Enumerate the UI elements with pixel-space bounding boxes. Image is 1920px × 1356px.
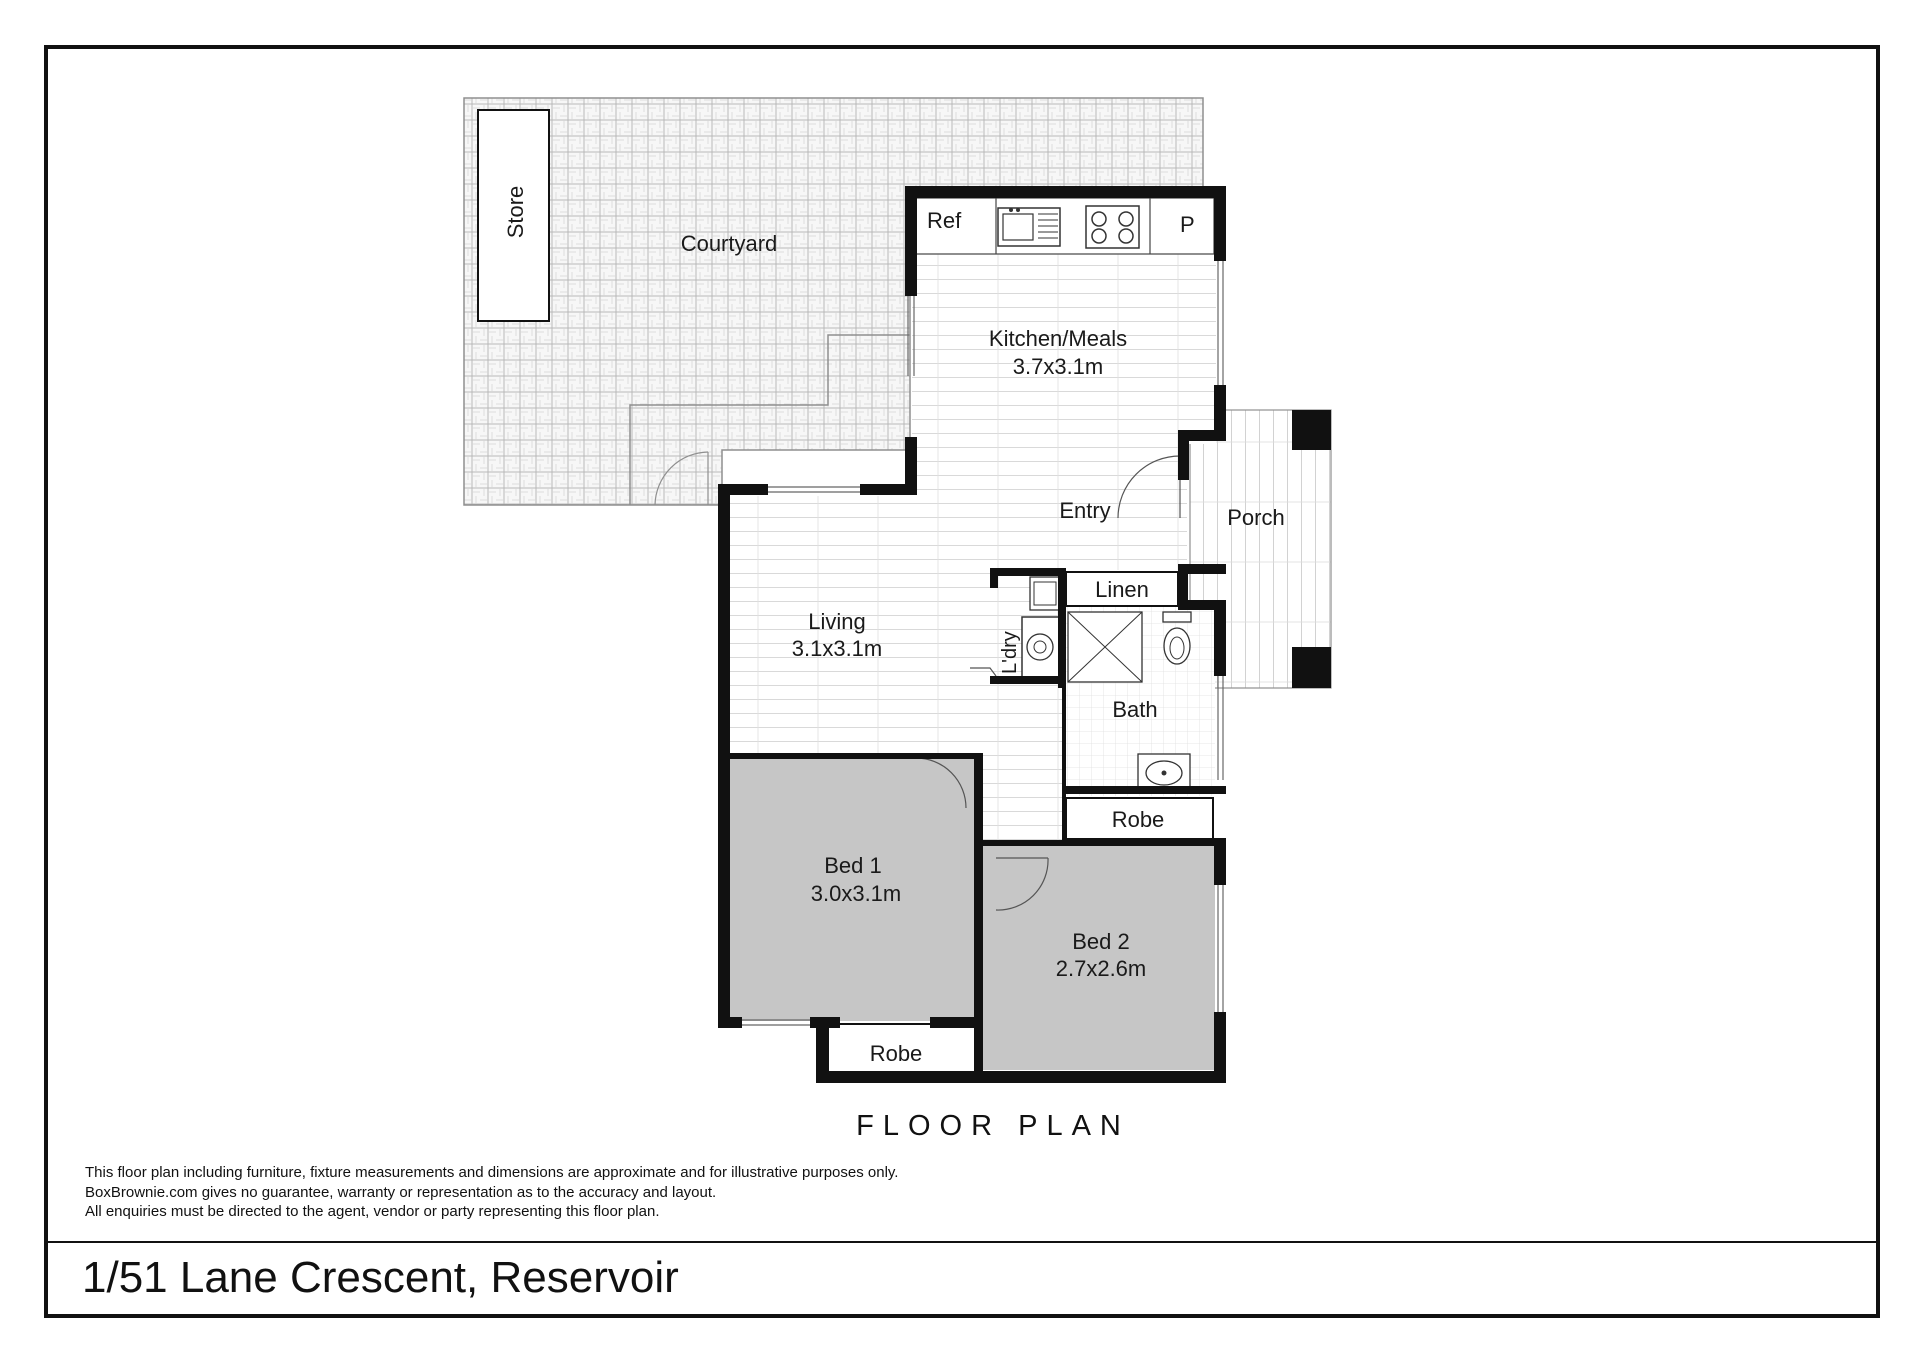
porch-post-bottom xyxy=(1292,647,1331,688)
store-label: Store xyxy=(503,186,528,239)
bed2-label: Bed 2 xyxy=(1072,929,1130,954)
robe-bath-label: Robe xyxy=(1112,807,1165,832)
walls xyxy=(718,186,1226,1083)
living-label: Living xyxy=(808,609,865,634)
porch-label: Porch xyxy=(1227,505,1284,530)
disclaimer-line-3: All enquiries must be directed to the ag… xyxy=(85,1203,660,1220)
plan-title: FLOOR PLAN xyxy=(856,1110,1130,1142)
bed1-dims: 3.0x3.1m xyxy=(811,881,902,906)
cooktop-icon xyxy=(1085,205,1140,249)
disclaimer-line-1: This floor plan including furniture, fix… xyxy=(85,1164,899,1181)
linen-label: Linen xyxy=(1095,577,1149,602)
living-dims: 3.1x3.1m xyxy=(792,636,883,661)
ref-label: Ref xyxy=(927,208,962,233)
store-room xyxy=(477,109,550,322)
entry-label: Entry xyxy=(1059,498,1110,523)
disclaimer: This floor plan including furniture, fix… xyxy=(85,1163,1285,1222)
courtyard-gate-swing xyxy=(654,451,709,506)
robe-bed1-label: Robe xyxy=(870,1041,923,1066)
bed2-floor xyxy=(982,845,1215,1070)
basin-icon xyxy=(1137,753,1191,791)
toilet-icon xyxy=(1162,611,1192,665)
linen-cupboard xyxy=(1065,571,1179,607)
page-frame xyxy=(44,45,1880,1318)
robe-bath xyxy=(1065,797,1214,843)
hall-floor xyxy=(982,685,1062,845)
pantry-label: P xyxy=(1180,212,1195,237)
sink-icon xyxy=(997,207,1061,247)
courtyard-step xyxy=(629,334,910,505)
washing-machine-icon xyxy=(1021,616,1061,678)
disclaimer-line-2: BoxBrownie.com gives no guarantee, warra… xyxy=(85,1183,717,1201)
shower-icon xyxy=(1067,611,1143,683)
windows xyxy=(742,261,1224,1026)
kitchen-floor xyxy=(912,254,1216,444)
bed2-dims: 2.7x2.6m xyxy=(1056,956,1147,981)
laundry-label: L'dry xyxy=(999,631,1021,674)
bath-label: Bath xyxy=(1112,697,1157,722)
property-address: 1/51 Lane Crescent, Reservoir xyxy=(82,1253,679,1302)
bed1-label: Bed 1 xyxy=(824,853,882,878)
kitchen-dims: 3.7x3.1m xyxy=(1013,354,1104,379)
bed1-floor xyxy=(730,757,979,1021)
courtyard-label: Courtyard xyxy=(681,231,778,256)
kitchen-label: Kitchen/Meals xyxy=(989,326,1127,351)
laundry-trough-icon xyxy=(1029,576,1061,611)
porch-post-top xyxy=(1292,410,1331,450)
robe-bed1 xyxy=(827,1023,980,1073)
